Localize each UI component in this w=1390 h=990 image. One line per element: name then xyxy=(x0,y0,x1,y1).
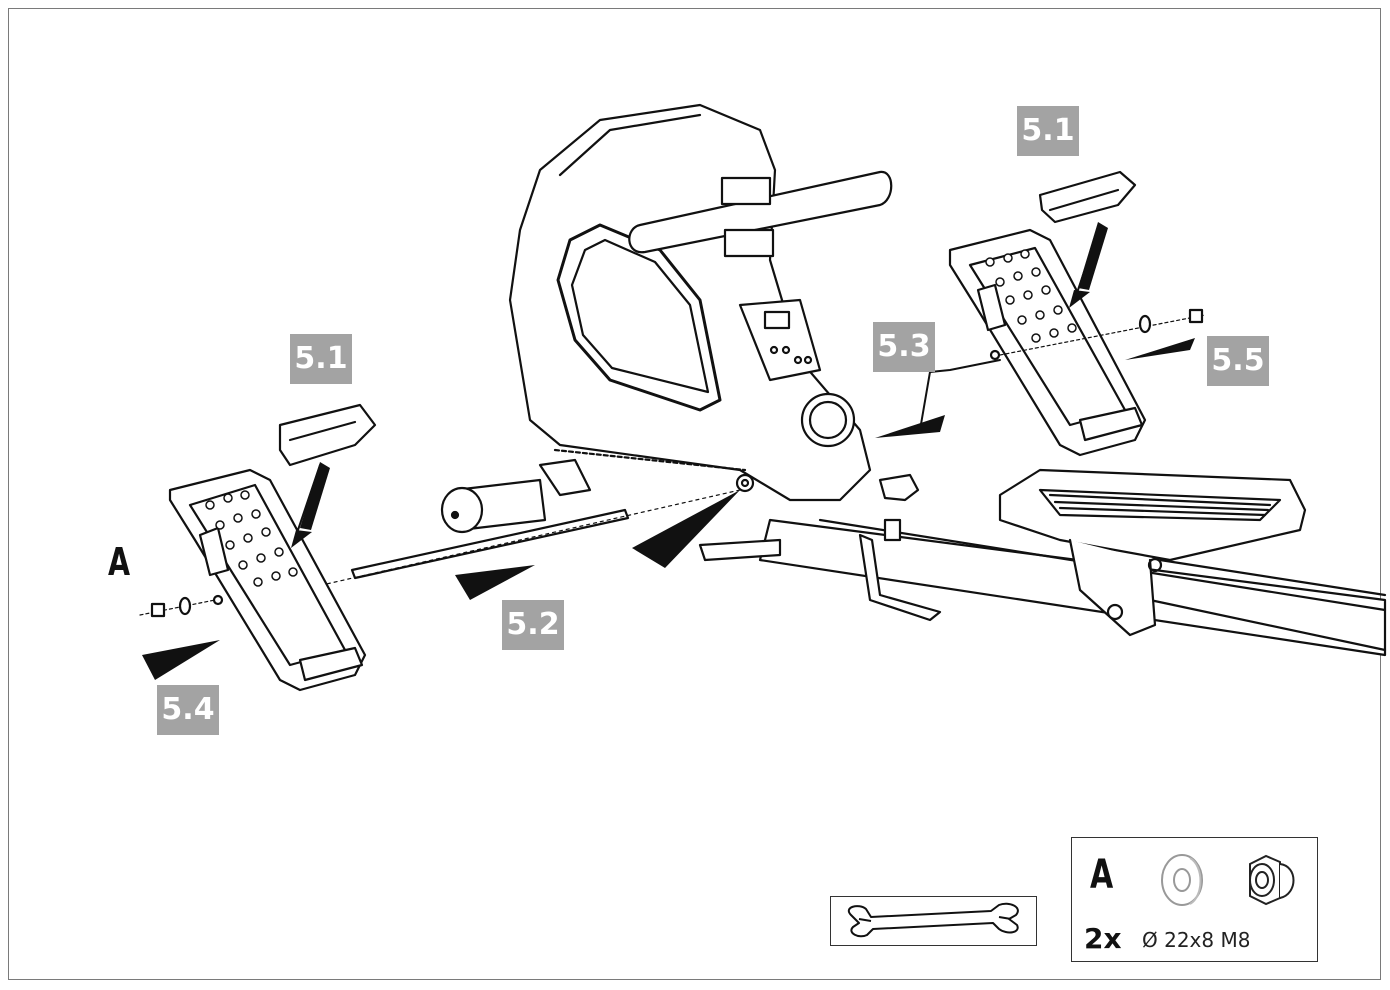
callout-5-2: 5.2 xyxy=(502,600,564,650)
parts-quantity: 2x xyxy=(1084,922,1122,955)
washer-icon xyxy=(1161,854,1203,906)
arrow-5-2 xyxy=(455,565,535,600)
callout-5-3: 5.3 xyxy=(873,322,935,372)
callout-5-1-right: 5.1 xyxy=(1017,106,1079,156)
parts-legend-box: A 2x Ø 22x8 M8 xyxy=(1071,837,1318,962)
callout-5-5: 5.5 xyxy=(1207,336,1269,386)
rail-frame xyxy=(698,518,1387,657)
right-pedal xyxy=(948,170,1206,457)
parts-spec: Ø 22x8 M8 xyxy=(1142,928,1251,952)
cap-nut-icon xyxy=(1249,854,1295,906)
flywheel-housing xyxy=(440,103,920,542)
open-end-wrench-icon xyxy=(847,902,1019,938)
direction-arrows xyxy=(142,222,1195,680)
parts-legend-letter: A xyxy=(1090,852,1114,898)
arrow-5-4 xyxy=(142,640,220,680)
hardware-label-a: A xyxy=(108,540,131,584)
seat xyxy=(998,468,1307,637)
arrow-5-5 xyxy=(1125,338,1195,360)
pedal-axle xyxy=(299,489,741,591)
page-frame xyxy=(8,8,1381,980)
callout-5-4: 5.4 xyxy=(157,685,219,735)
left-pedal xyxy=(139,403,377,692)
arrow-axle xyxy=(632,490,740,568)
callout-5-1-left: 5.1 xyxy=(290,334,352,384)
arrow-5-3 xyxy=(875,415,945,438)
tool-box xyxy=(830,896,1037,946)
